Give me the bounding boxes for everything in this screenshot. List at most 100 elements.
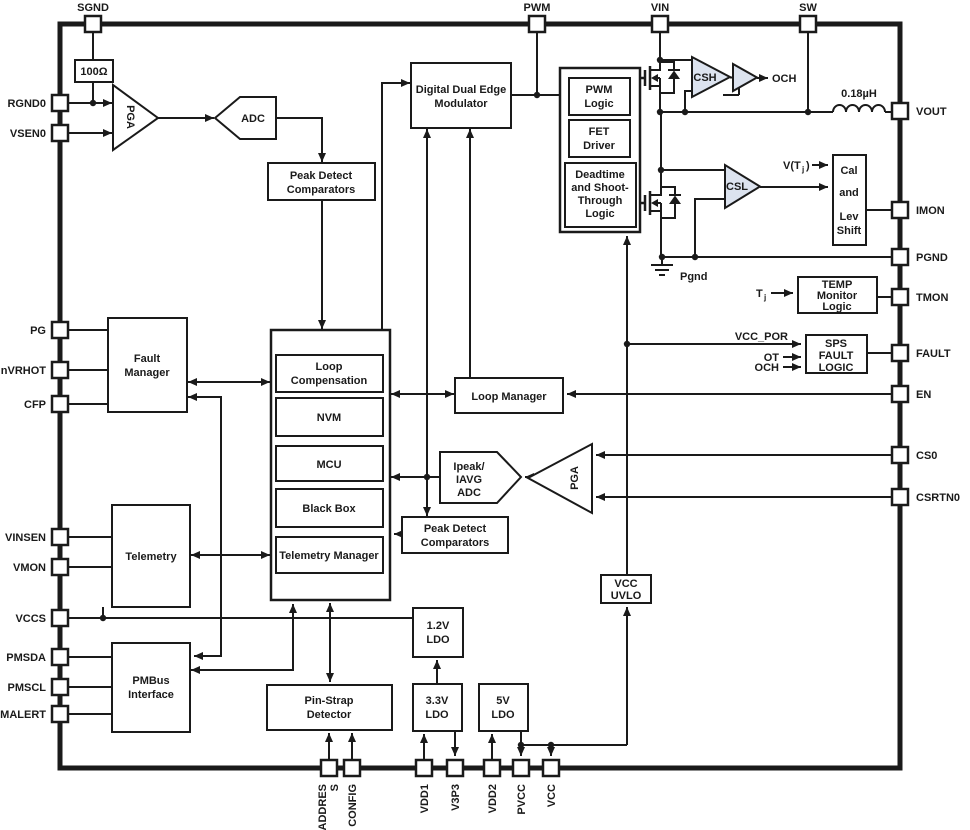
tj-signal-label: T j xyxy=(756,288,766,302)
csl-label: CSL xyxy=(726,181,748,193)
pd1-line2: Comparators xyxy=(287,184,355,196)
ldo-3v3-block xyxy=(412,683,463,732)
digital-dual-edge-modulator xyxy=(410,62,512,129)
pin-fault-label: FAULT xyxy=(916,348,951,360)
sps-line1: SPS xyxy=(825,338,847,350)
pin-strap-detector-block xyxy=(266,684,393,731)
pd2-line2: Comparators xyxy=(421,537,489,549)
peak-detect-comparators-2 xyxy=(401,516,509,554)
pin-vdd1-label: VDD1 xyxy=(419,784,431,813)
body-diode xyxy=(668,70,680,79)
junction-dot xyxy=(681,108,689,116)
pin-vccs xyxy=(50,608,70,628)
ot-label: OT xyxy=(764,352,780,364)
pgnd-node-label: Pgnd xyxy=(680,271,708,283)
fault-mgr-line2: Manager xyxy=(124,367,170,379)
inductor-icon xyxy=(832,104,886,113)
wire xyxy=(694,198,725,257)
ldo-5v-block xyxy=(478,683,529,732)
deadtime-line4: Logic xyxy=(585,208,614,220)
wire xyxy=(684,90,692,112)
nvm-label: NVM xyxy=(317,412,341,424)
modulator-line1: Digital Dual Edge xyxy=(416,84,506,96)
pin-sw-label: SW xyxy=(799,2,817,14)
pin-imon xyxy=(890,200,910,220)
deadtime-line3: Through xyxy=(578,195,623,207)
pin-vsen0-label: VSEN0 xyxy=(10,128,46,140)
pin-sgnd xyxy=(83,14,103,34)
pin-vcc xyxy=(541,758,561,778)
ldo33-line1: 3.3V xyxy=(426,695,449,707)
pwm-logic-block xyxy=(568,77,631,116)
junction-dot xyxy=(656,108,664,116)
pin-pvcc-label: PVCC xyxy=(516,784,528,815)
pin-pwm xyxy=(527,14,547,34)
fault-manager-block xyxy=(107,317,188,413)
junction-dot xyxy=(99,614,107,622)
black-box-label: Black Box xyxy=(302,503,356,515)
loop-manager-label: Loop Manager xyxy=(471,391,547,403)
junction-dots xyxy=(89,56,812,749)
vtj-pre: V(T xyxy=(783,160,801,172)
pin-pmscl xyxy=(50,677,70,697)
och-comparator-amp xyxy=(732,62,760,93)
pd1-line1: Peak Detect xyxy=(290,170,353,182)
pin-cfp xyxy=(50,394,70,414)
ground-icon xyxy=(651,257,673,276)
telemetry-mgr-label: Telemetry Manager xyxy=(279,550,379,562)
pin-pwm-label: PWM xyxy=(524,2,551,14)
telemetry-manager-block xyxy=(275,536,384,574)
pin-v3p3 xyxy=(445,758,465,778)
pin-vin xyxy=(650,14,670,34)
mcu-label: MCU xyxy=(316,459,341,471)
pga1-amp xyxy=(112,83,160,152)
pin-pg xyxy=(50,320,70,340)
och-signal-label: OCH xyxy=(772,73,797,85)
fet-body-arrow xyxy=(651,74,658,82)
pin-vccs-label: VCCS xyxy=(15,613,46,625)
cal-line2: and xyxy=(839,187,859,199)
pga2-label: PGA xyxy=(569,466,581,490)
nvm-block xyxy=(275,397,384,437)
pin-pgnd xyxy=(890,247,910,267)
ldo12-line1: 1.2V xyxy=(427,620,450,632)
fet-body-arrow xyxy=(651,199,658,207)
pin-address xyxy=(319,758,339,778)
blocks: 100Ω PGA ADC Peak Detect Comparators Dig… xyxy=(74,55,878,733)
ipeak-line2: IAVG xyxy=(456,474,482,486)
pin-csrtn0-label: CSRTN0 xyxy=(916,492,960,504)
temp-line1: TEMP xyxy=(822,279,853,291)
ldo12-line2: LDO xyxy=(426,634,450,646)
pin-vinsen-label: VINSEN xyxy=(5,532,46,544)
pin-vdd2 xyxy=(482,758,502,778)
ipeak-iavg-adc-block xyxy=(439,451,523,504)
pin-cs0-label: CS0 xyxy=(916,450,937,462)
pin-cfp-label: CFP xyxy=(24,399,46,411)
vcc-uvlo-block xyxy=(600,574,652,604)
pin-pmscl-label: PMSCL xyxy=(8,682,47,694)
modulator-line2: Modulator xyxy=(434,98,488,110)
wire xyxy=(520,731,627,746)
loopcomp-line2: Compensation xyxy=(291,375,368,387)
vtj-sub: j xyxy=(801,165,804,174)
pga2-amp xyxy=(525,442,593,515)
cal-line1: Cal xyxy=(840,165,857,177)
junction-dot xyxy=(533,91,541,99)
pin-vinsen xyxy=(50,527,70,547)
pwm-logic-line2: Logic xyxy=(584,98,613,110)
wire xyxy=(191,604,297,674)
pin-config xyxy=(342,758,362,778)
pin-sgnd-label: SGND xyxy=(77,2,109,14)
pin-nvrhot xyxy=(50,360,70,380)
ldo-1v2-block xyxy=(412,607,464,658)
pga1-label: PGA xyxy=(124,105,136,129)
fet-body-wires xyxy=(651,60,661,112)
cal-line3: Lev xyxy=(840,211,860,223)
adc1-block xyxy=(213,96,277,140)
pin-vdd1 xyxy=(414,758,434,778)
pin-pg-label: PG xyxy=(30,325,46,337)
deadtime-line2: and Shoot- xyxy=(571,182,629,194)
pin-rgnd0 xyxy=(50,93,70,113)
